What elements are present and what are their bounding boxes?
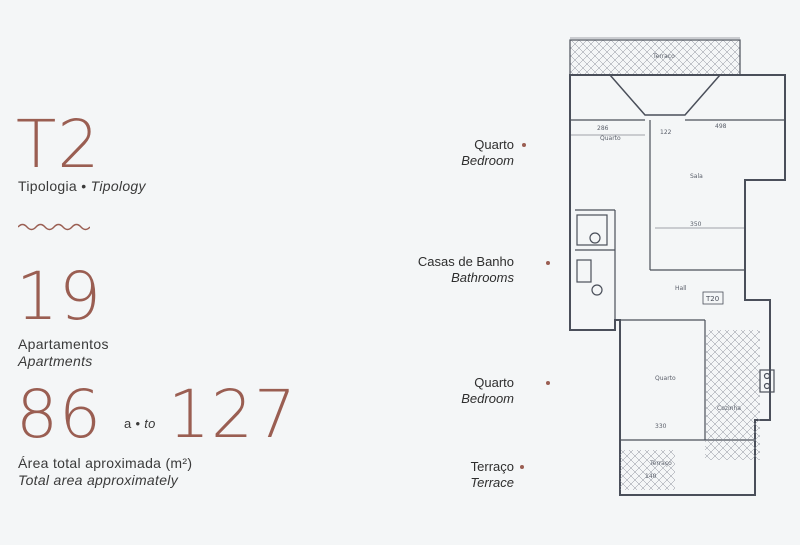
callout-dot bbox=[520, 465, 524, 469]
area-connector: a • to bbox=[124, 416, 156, 431]
room-name-pt: Quarto bbox=[474, 137, 514, 152]
typology-caption: Tipologia • Tipology bbox=[18, 178, 146, 194]
room-name-pt: Terraço bbox=[470, 459, 514, 474]
room-name-en: Bedroom bbox=[461, 391, 514, 406]
separator: • bbox=[135, 416, 141, 431]
floor-plan: Terraço Quarto Sala Hall Quarto Cozinha … bbox=[569, 37, 786, 496]
room-label-bathrooms: Casas de Banho Bathrooms bbox=[418, 254, 514, 286]
apartments-label-en: Apartments bbox=[18, 353, 93, 369]
plan-mark: Hall bbox=[675, 285, 687, 292]
room-label-bedroom-1: Quarto Bedroom bbox=[461, 137, 514, 169]
area-label-en: Total area approximately bbox=[18, 472, 178, 488]
plan-mark: 122 bbox=[660, 129, 672, 136]
callout-dot bbox=[546, 261, 550, 265]
room-label-bedroom-2: Quarto Bedroom bbox=[461, 375, 514, 407]
area-connector-en: to bbox=[144, 416, 156, 431]
typology-label-pt: Tipologia bbox=[18, 178, 77, 194]
room-label-terrace: Terraço Terrace bbox=[470, 459, 514, 491]
plan-mark: Terraço bbox=[649, 460, 672, 467]
apartments-value: 19 bbox=[16, 258, 102, 335]
callout-dot bbox=[522, 143, 526, 147]
room-name-en: Bedroom bbox=[461, 153, 514, 168]
separator: • bbox=[81, 178, 87, 194]
area-connector-pt: a bbox=[124, 416, 132, 431]
apartments-label-pt: Apartamentos bbox=[18, 336, 109, 352]
plan-mark: 140 bbox=[645, 473, 657, 480]
wave-divider bbox=[18, 223, 90, 231]
typology-label-en: Tipology bbox=[90, 178, 146, 194]
plan-mark: Terraço bbox=[652, 53, 675, 60]
plan-mark: 350 bbox=[690, 221, 702, 228]
plan-mark: 286 bbox=[597, 125, 609, 132]
callout-dot bbox=[546, 381, 550, 385]
area-max: 127 bbox=[168, 376, 297, 453]
plan-mark: Sala bbox=[690, 173, 703, 180]
plan-mark: Quarto bbox=[600, 135, 621, 142]
plan-mark: T20 bbox=[705, 295, 719, 303]
area-min: 86 bbox=[16, 376, 102, 453]
plan-mark: Quarto bbox=[655, 375, 676, 382]
room-name-pt: Casas de Banho bbox=[417, 254, 514, 269]
plan-mark: Cozinha bbox=[717, 405, 741, 412]
room-name-en: Bathrooms bbox=[451, 270, 514, 285]
room-name-pt: Quarto bbox=[474, 375, 514, 390]
typology-value: T2 bbox=[16, 106, 101, 183]
area-label-pt: Área total aproximada (m²) bbox=[18, 455, 193, 471]
plan-mark: 330 bbox=[655, 423, 667, 430]
plan-mark: 498 bbox=[715, 123, 727, 130]
room-name-en: Terrace bbox=[470, 475, 514, 490]
info-panel: T2 Tipologia • Tipology 19 Apartamentos … bbox=[0, 0, 330, 545]
